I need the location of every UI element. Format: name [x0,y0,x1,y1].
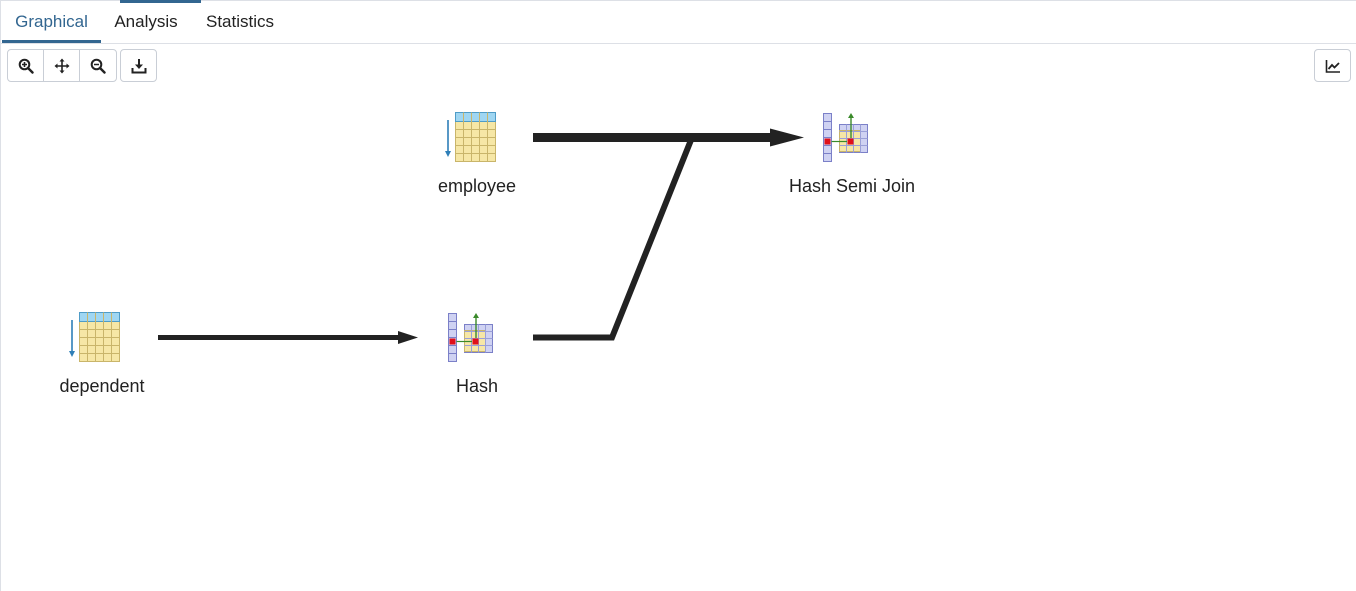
node-label-hash-semi-join: Hash Semi Join [788,176,916,196]
zoom-out-button[interactable] [80,50,116,81]
node-label-dependent: dependent [59,376,145,396]
node-label-employee: employee [437,176,517,196]
node-label-hash: Hash [455,376,499,396]
download-icon [131,58,146,73]
download-button-group [120,49,157,82]
statistics-toggle-group [1314,49,1351,82]
seq-scan-icon[interactable] [67,311,123,365]
tab-statistics[interactable]: Statistics [205,12,275,31]
edge-hash-to-hash-semi-join [533,138,694,341]
zoom-in-icon [18,58,34,74]
edge-employee-to-hash-semi-join [533,128,804,147]
fit-to-view-button[interactable] [44,50,80,81]
download-button[interactable] [121,50,156,81]
hash-icon[interactable] [446,312,496,364]
seq-scan-icon[interactable] [443,111,499,165]
move-icon [54,58,69,73]
hash-semi-join-icon[interactable] [821,112,871,164]
zoom-button-group [7,49,117,82]
chart-icon [1325,59,1340,73]
plan-graph-canvas[interactable]: employee dependent Hash Hash Semi Join [0,84,1356,591]
tab-analysis[interactable]: Analysis [114,12,178,31]
tab-bar: Graphical Analysis Statistics [0,3,1356,44]
panel-accent-bar [120,0,201,3]
zoom-out-icon [90,58,106,74]
zoom-in-button[interactable] [8,50,44,81]
chart-button[interactable] [1315,50,1350,81]
tab-graphical[interactable]: Graphical [2,3,101,43]
plan-edges [158,128,804,344]
edge-dependent-to-hash [158,331,418,344]
